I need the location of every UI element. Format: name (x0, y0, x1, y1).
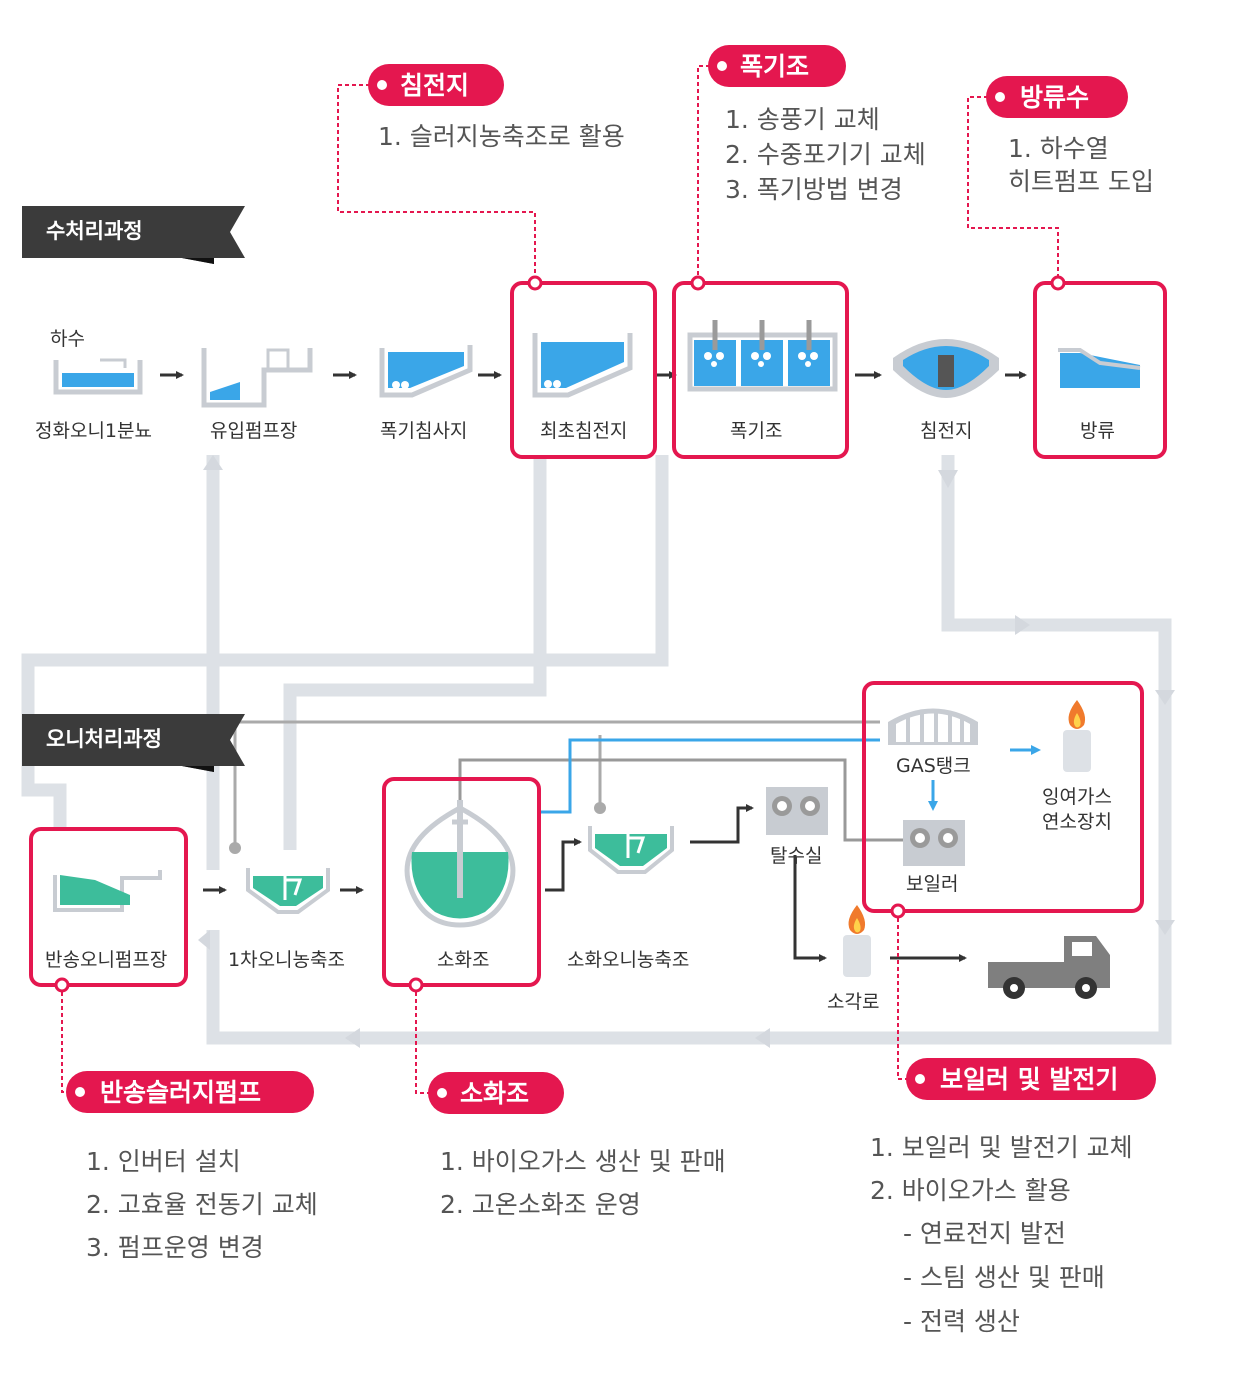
unit-primary (532, 333, 633, 398)
callout-pill-digester: 소화조 (428, 1072, 564, 1114)
callout-pill-aeration: 폭기조 (708, 45, 846, 87)
section-title-sludge: 오니처리과정 (46, 727, 162, 751)
highlight-boxes (29, 281, 1167, 987)
callout-pill-sedimentation: 침전지 (368, 64, 504, 106)
pipe-arrows (198, 455, 1175, 1048)
label-pump: 유입펌프장 (210, 420, 297, 442)
unit-boiler (903, 820, 965, 866)
callout-item: 1. 바이오가스 생산 및 판매 (440, 1147, 726, 1176)
callout-item: 1. 보일러 및 발전기 교체 (870, 1133, 1133, 1162)
label-inflow: 하수 (50, 328, 85, 350)
label-flare-2: 연소장치 (1042, 811, 1112, 833)
unit-secondary (893, 339, 999, 398)
label-digested-thickener: 소화오니농축조 (567, 949, 689, 971)
label-aeration: 폭기조 (730, 420, 782, 442)
unit-aeration (687, 320, 838, 392)
unit-aerated-grit (379, 345, 473, 398)
callout-item: 2. 바이오가스 활용 (870, 1176, 1071, 1205)
unit-thickener-1 (246, 868, 330, 914)
callout-item: 3. 펌프운영 변경 (86, 1233, 264, 1262)
callout-item: 1. 슬러지농축조로 활용 (378, 122, 625, 151)
pipe-network (21, 455, 1172, 1045)
callout-pill-boiler: 보일러 및 발전기 (906, 1058, 1156, 1100)
callout-title-effluent: 방류수 (1020, 83, 1089, 112)
callout-title-digester: 소화조 (460, 1079, 529, 1108)
section-tag-water: 수처리과정 (22, 206, 245, 264)
unit-digested-thickener (588, 826, 674, 874)
label-primary: 최초침전지 (540, 420, 627, 442)
unit-return-pump (53, 870, 162, 912)
label-grit: 정화오니1분뇨 (35, 420, 152, 442)
label-aerated-grit: 폭기침사지 (380, 420, 467, 442)
section-title-water: 수처리과정 (46, 219, 143, 243)
unit-grit (53, 358, 143, 395)
callout-item: - 스팀 생산 및 판매 (903, 1263, 1105, 1292)
section-tag-sludge: 오니처리과정 (22, 714, 245, 772)
callout-item: 1. 인버터 설치 (86, 1147, 241, 1176)
truck-icon (988, 936, 1110, 999)
callout-title-sedimentation: 침전지 (400, 71, 469, 100)
callout-item: 히트펌프 도입 (1008, 167, 1154, 196)
label-digester: 소화조 (437, 949, 489, 971)
callout-item: 1. 하수열 (1008, 134, 1109, 163)
sludge-flow-arrows (203, 804, 967, 962)
unit-dewatering (766, 787, 828, 835)
label-secondary: 침전지 (920, 420, 972, 442)
callout-item: 1. 송풍기 교체 (725, 105, 880, 134)
label-incinerator: 소각로 (827, 991, 879, 1013)
label-gas-tank: GAS탱크 (896, 755, 971, 777)
label-flare-1: 잉여가스 (1042, 786, 1112, 808)
label-thickener-1: 1차오니농축조 (228, 949, 345, 971)
callout-title-return-pump: 반송슬러지펌프 (100, 1078, 261, 1107)
callout-title-aeration: 폭기조 (740, 52, 809, 81)
callout-item: - 전력 생산 (903, 1307, 1020, 1336)
label-discharge: 방류 (1080, 420, 1115, 442)
unit-pump (201, 348, 313, 408)
connector-dots (54, 275, 1066, 993)
label-boiler: 보일러 (906, 873, 958, 895)
unit-gas-tank (888, 708, 978, 745)
callout-pill-return-pump: 반송슬러지펌프 (66, 1071, 314, 1113)
gas-flow-arrows (928, 745, 1041, 811)
unit-discharge (1058, 348, 1141, 388)
unit-digester (404, 800, 516, 928)
label-return-pump: 반송오니펌프장 (45, 949, 167, 971)
unit-incinerator (843, 905, 871, 977)
unit-flare (1063, 700, 1091, 772)
callout-item: 2. 수중포기기 교체 (725, 140, 926, 169)
callout-pill-effluent: 방류수 (986, 76, 1128, 118)
callout-item: 2. 고효율 전동기 교체 (86, 1190, 318, 1219)
callout-title-boiler: 보일러 및 발전기 (940, 1065, 1118, 1094)
callout-item: 2. 고온소화조 운영 (440, 1190, 641, 1219)
callout-item: 3. 폭기방법 변경 (725, 175, 903, 204)
callout-item: - 연료전지 발전 (903, 1219, 1066, 1248)
